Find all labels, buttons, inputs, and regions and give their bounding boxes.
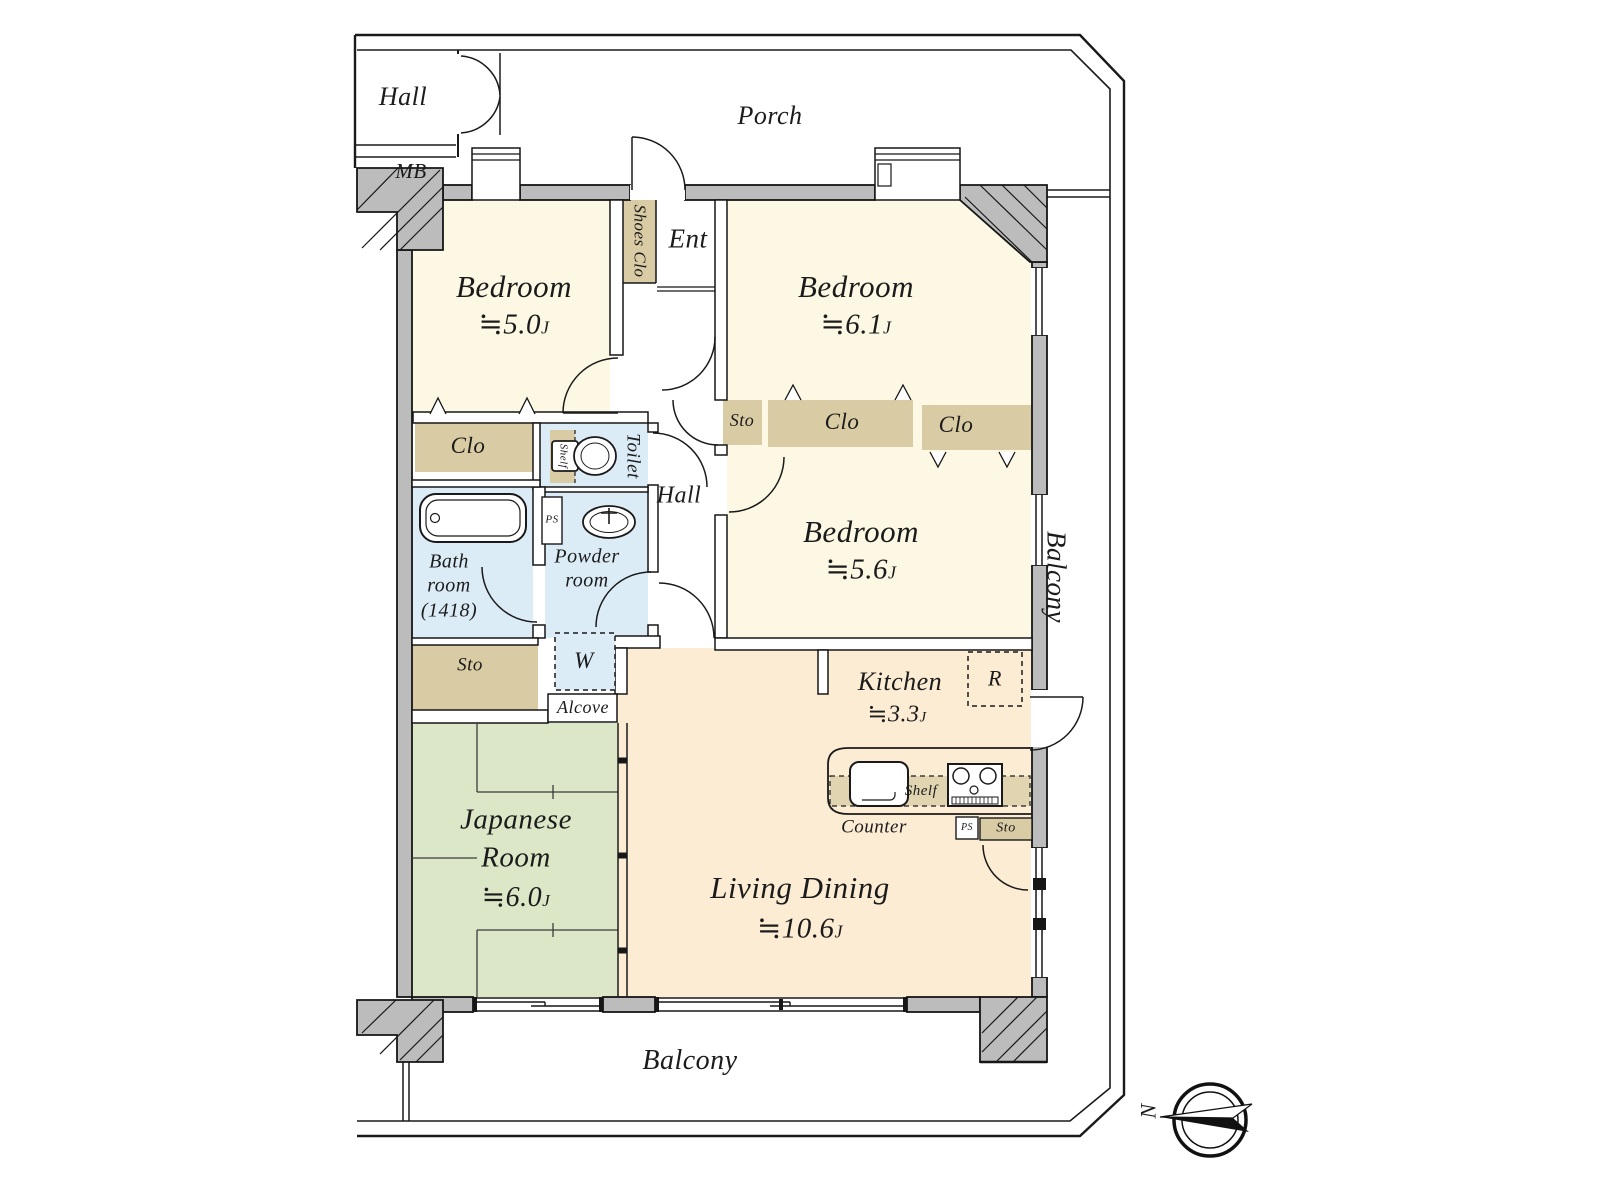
pipe-space-kitchen-box — [955, 816, 979, 840]
living-dining-area: ≒10.6J — [756, 912, 844, 945]
refrigerator-label: R — [988, 665, 1002, 691]
bathtub-icon — [419, 493, 527, 543]
se-corner-block — [979, 996, 1048, 1063]
toilet-door — [652, 432, 708, 488]
pipe-space-box — [541, 496, 563, 545]
washing-machine-label: W — [574, 647, 594, 673]
tatami-lines — [412, 723, 618, 997]
doors — [460, 53, 1084, 891]
bedroom-e-area: ≒5.6J — [825, 553, 897, 586]
storage-hall-fill — [723, 400, 762, 445]
bathroom-door — [481, 566, 538, 623]
bedroom-nw-label: Bedroom — [456, 269, 572, 305]
alcove-box — [547, 693, 618, 723]
hall-label: Hall — [656, 482, 702, 509]
storage-hall-label: Sto — [729, 410, 755, 431]
kitchen-area: ≒3.3J — [867, 701, 927, 728]
toilet-label: Toilet — [622, 433, 644, 479]
japanese-room-floor — [412, 723, 618, 997]
pipe-space-kitchen-label: PS — [960, 821, 974, 833]
shoes-closet-fill — [623, 200, 656, 283]
closet-nw-fill — [415, 423, 538, 472]
closet-nw-label: Clo — [450, 432, 486, 458]
shoes-closet-label: Shoes Clo — [630, 204, 650, 278]
bedroom-ne-floor — [727, 200, 1032, 453]
compass-north-label: N — [1135, 1103, 1161, 1119]
balcony-door-opening — [1031, 690, 1048, 747]
kitchen-sink-icon — [849, 761, 909, 807]
window-bedroom-ne — [1031, 268, 1048, 335]
fixtures — [412, 430, 1033, 997]
bedroom-nw-door — [562, 357, 619, 414]
storage-kitchen-box — [979, 817, 1033, 841]
japanese-room-area: ≒6.0J — [481, 881, 551, 913]
windows — [471, 147, 1048, 1012]
front-door — [631, 136, 686, 191]
bedroom-e-label: Bedroom — [803, 514, 919, 550]
sw-corner-block — [356, 999, 444, 1063]
compass — [1159, 1082, 1253, 1158]
bedroom-ne-label: Bedroom — [798, 269, 914, 305]
bedroom-nw-area: ≒5.0J — [478, 308, 550, 341]
hatched-blocks — [356, 167, 1048, 1064]
balcony-bottom-label: Balcony — [642, 1044, 738, 1076]
sink-icon — [582, 505, 636, 539]
toilet-icon — [551, 430, 617, 483]
storage-kitchen-label: Sto — [996, 820, 1016, 836]
counter-label: Counter — [841, 816, 907, 838]
pipe-space-label: PS — [545, 513, 559, 526]
entrance-inner-door — [661, 336, 716, 391]
storage-w-label: Sto — [457, 654, 483, 676]
meter-box-label: MB — [395, 159, 427, 184]
washing-machine-box — [554, 632, 616, 691]
alcove-label: Alcove — [557, 697, 609, 718]
closet-mid-fill — [768, 400, 913, 447]
closet-e-fill — [922, 405, 1032, 450]
closet-e-label: Clo — [938, 411, 974, 437]
kitchen-label: Kitchen — [857, 667, 943, 697]
storage-kitchen-door — [982, 844, 1029, 891]
stove-icon — [947, 763, 1003, 807]
closet-mid-label: Clo — [824, 408, 860, 434]
entrance-label: Ent — [668, 223, 708, 254]
entrance-opening — [630, 185, 685, 200]
storage-w-fill — [412, 645, 538, 710]
window-living — [1031, 848, 1048, 977]
bay-window-ne — [874, 147, 961, 201]
balcony-right-label: Balcony — [1041, 531, 1072, 623]
outer-boundary — [353, 33, 1126, 1138]
porch-label: Porch — [737, 101, 803, 131]
japanese-room-label-1: Japanese — [460, 803, 572, 836]
sliding-door-japanese — [617, 723, 628, 997]
hall-living-door — [658, 582, 715, 639]
bedroom-e-door — [728, 456, 785, 513]
interior-walls — [411, 199, 1033, 724]
bay-window-nw — [471, 147, 521, 201]
kitchen-shelf-label: Shelf — [904, 782, 938, 799]
japanese-room-label-2: Room — [481, 841, 551, 874]
refrigerator-box — [967, 651, 1023, 707]
closet-arrows — [429, 383, 1016, 469]
window-japanese — [473, 997, 603, 1012]
bedroom-ne-area: ≒6.1J — [820, 308, 892, 341]
common-hall-label: Hall — [378, 82, 428, 112]
storage-hall-door — [672, 399, 719, 446]
kitchen-balcony-door — [1029, 696, 1084, 751]
toilet-shelf-label: Shelf — [557, 443, 570, 469]
compass-needle-black — [1160, 1117, 1249, 1132]
powder-room-door — [595, 571, 652, 628]
living-dining-label: Living Dining — [710, 870, 890, 906]
